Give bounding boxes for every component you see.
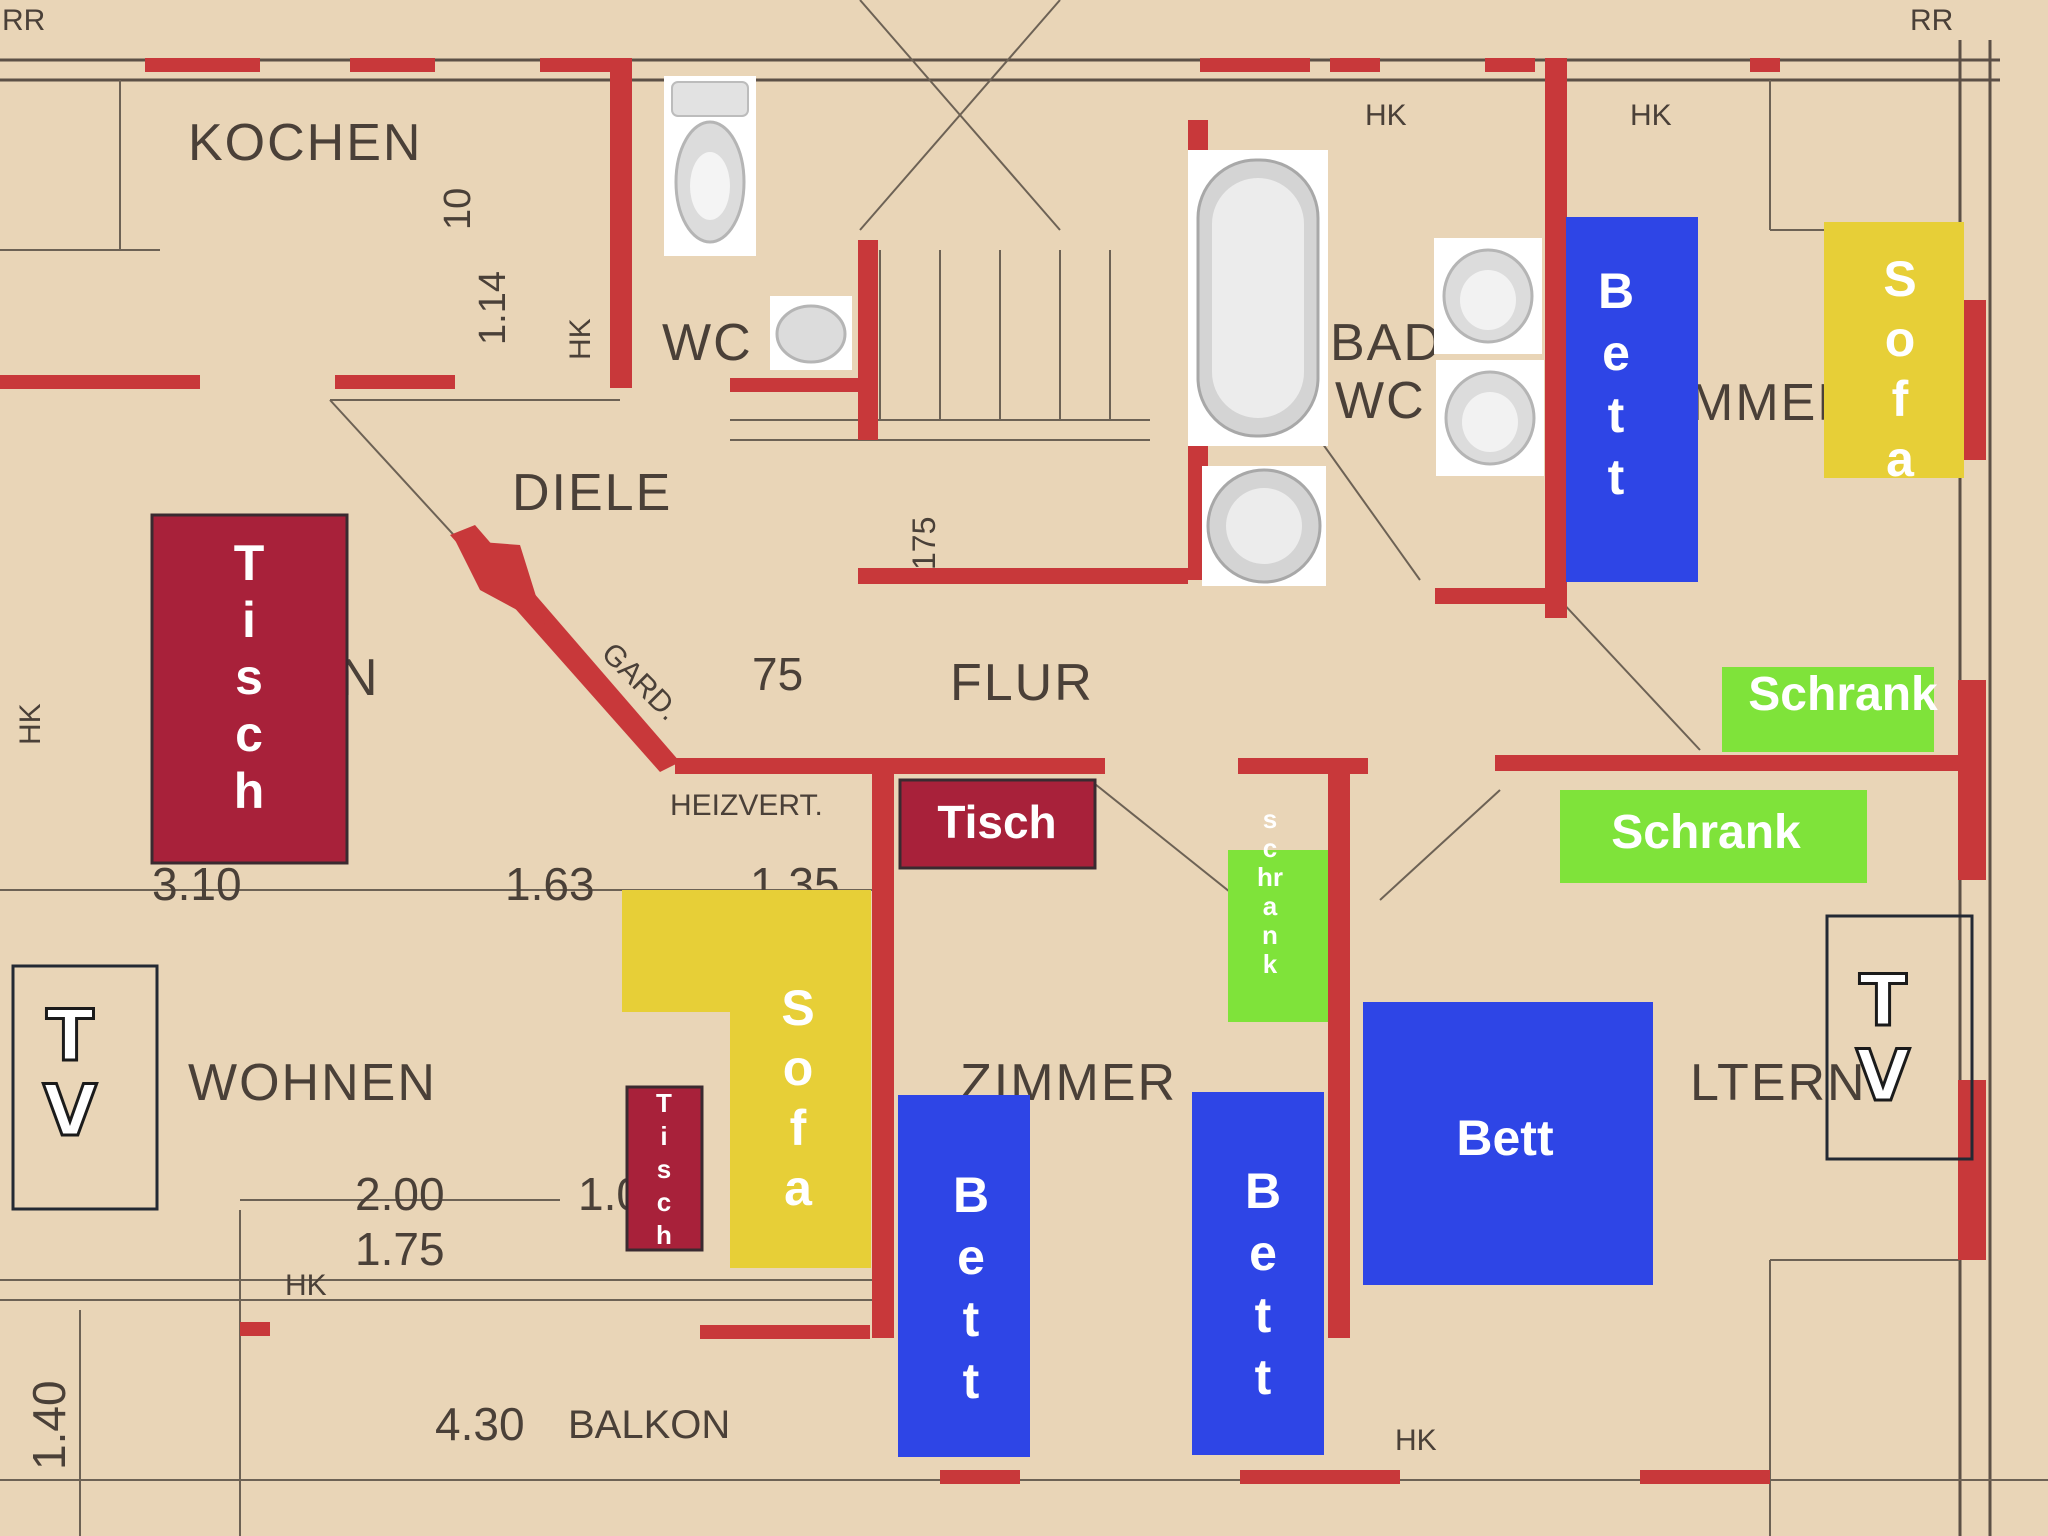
label-hk-6: HK (14, 703, 47, 745)
label-hk-3: HK (285, 1269, 327, 1302)
room-label-diele: DIELE (512, 464, 672, 522)
dim-310: 3.10 (152, 858, 242, 910)
room-label-bad-wc: WC (1335, 372, 1426, 430)
label-hk-2: HK (1630, 99, 1672, 132)
sink-icon (1434, 238, 1542, 354)
label-rr-left: RR (2, 4, 45, 37)
room-label-flur: FLUR (950, 654, 1094, 712)
label-hk-1: HK (1365, 99, 1407, 132)
bett-label: Bett (1456, 1110, 1554, 1166)
toilet-icon (664, 76, 756, 256)
schrank-label: Schrank (1611, 806, 1801, 859)
tisch-flur-table[interactable]: Tisch (898, 778, 1097, 870)
label-hk-4: HK (1395, 1424, 1437, 1457)
sink-icon (1436, 360, 1544, 476)
dim-140: 1.40 (23, 1380, 75, 1470)
bett-eltern[interactable]: Bett (1363, 1002, 1653, 1285)
room-label-eltern: LTERN (1690, 1054, 1867, 1112)
label-heizvert: HEIZVERT. (670, 789, 823, 822)
schrank-label: Schrank (1748, 668, 1938, 721)
schrank-upper[interactable]: Schrank (1722, 667, 1938, 752)
bathtub-icon (1188, 150, 1328, 446)
dim-430: 4.30 (435, 1398, 525, 1450)
sink-icon (770, 296, 852, 370)
room-label-wohnen: WOHNEN (188, 1054, 437, 1112)
dim-163: 1.63 (505, 858, 595, 910)
room-label-wc: WC (662, 314, 753, 372)
label-rr-right: RR (1910, 4, 1953, 37)
dim-75: 75 (752, 648, 803, 700)
shower-basin-icon (1202, 466, 1326, 586)
dim-175: 175 (906, 517, 942, 570)
dim-175b: 1.75 (355, 1223, 445, 1275)
schrank-lower[interactable]: Schrank (1560, 790, 1867, 883)
room-label-kochen: KOCHEN (188, 114, 422, 172)
dim-114: 1.14 (472, 271, 514, 345)
label-hk-5: HK (564, 318, 597, 360)
room-label-balkon: BALKON (568, 1403, 730, 1447)
dim-10: 10 (437, 188, 479, 230)
walls (0, 58, 1986, 1484)
dim-200: 2.00 (355, 1168, 445, 1220)
room-label-bad: BAD (1330, 314, 1443, 372)
tisch-label: Tisch (937, 796, 1056, 848)
